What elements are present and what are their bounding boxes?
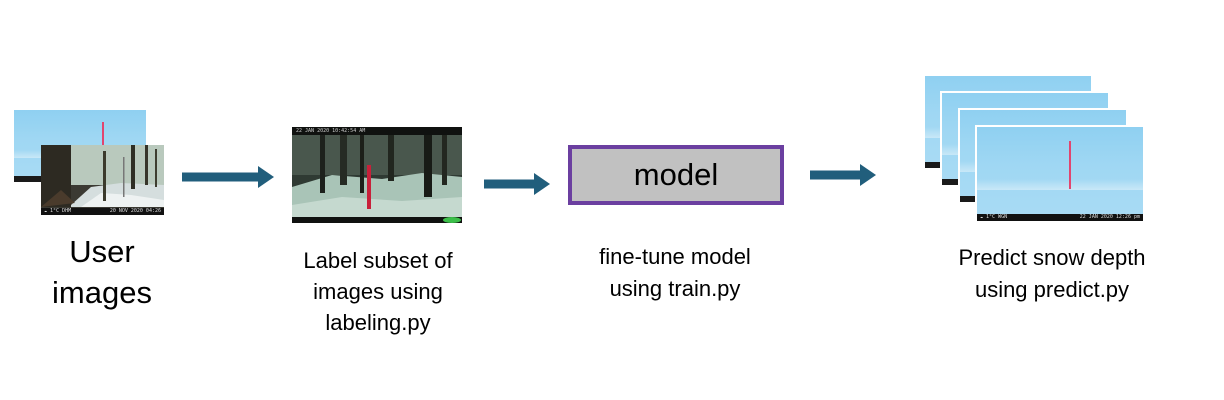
label-subset-label: Label subset of images using labeling.py	[303, 248, 453, 335]
arrow-right-icon	[810, 164, 876, 186]
arrow-right-icon	[182, 166, 274, 188]
arrow-right-icon	[484, 173, 550, 195]
snow-pole	[102, 122, 104, 162]
labeling-image-caption: 22 JAN 2020 10:42:54 AM	[296, 128, 366, 134]
night-forest-scene	[41, 145, 164, 215]
model-box: model	[568, 145, 784, 205]
user-images-label: User images	[52, 234, 152, 310]
snowy-forest-scene	[292, 127, 462, 223]
predict-label: Predict snow depth using predict.py	[958, 245, 1146, 302]
labeling-image: 22 JAN 2020 10:42:54 AM	[292, 127, 462, 223]
fine-tune-label: fine-tune model using train.py	[599, 244, 751, 301]
snow-pole	[1069, 141, 1071, 189]
model-box-text: model	[633, 157, 719, 192]
snow-pole	[367, 165, 371, 209]
